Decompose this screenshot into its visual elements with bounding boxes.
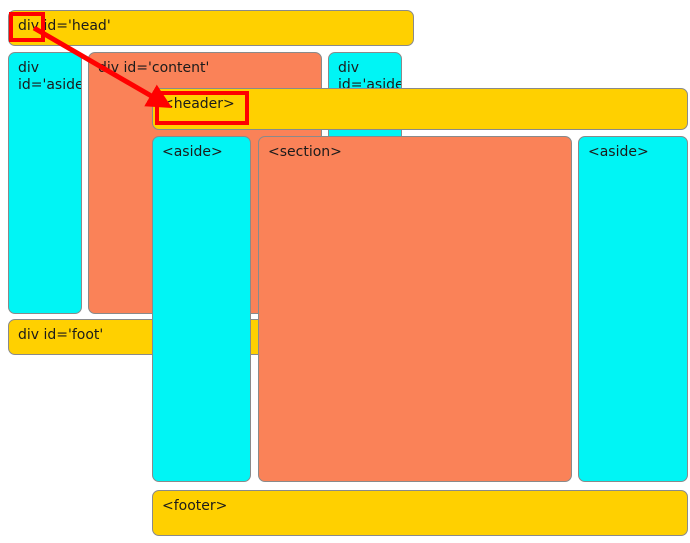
section-element-box[interactable]: <section> xyxy=(258,136,572,482)
aside-left-element-box[interactable]: <aside> xyxy=(152,136,251,482)
div-aside1-box[interactable]: div id='aside1' xyxy=(8,52,82,314)
header-element-box[interactable]: <header> xyxy=(152,88,688,130)
div-head-box[interactable]: div id='head' xyxy=(8,10,414,46)
html5-semantic-layout-diagram: <header> <aside> <section> <aside> <foot… xyxy=(146,84,690,543)
footer-element-box[interactable]: <footer> xyxy=(152,490,688,536)
aside-right-element-box[interactable]: <aside> xyxy=(578,136,688,482)
